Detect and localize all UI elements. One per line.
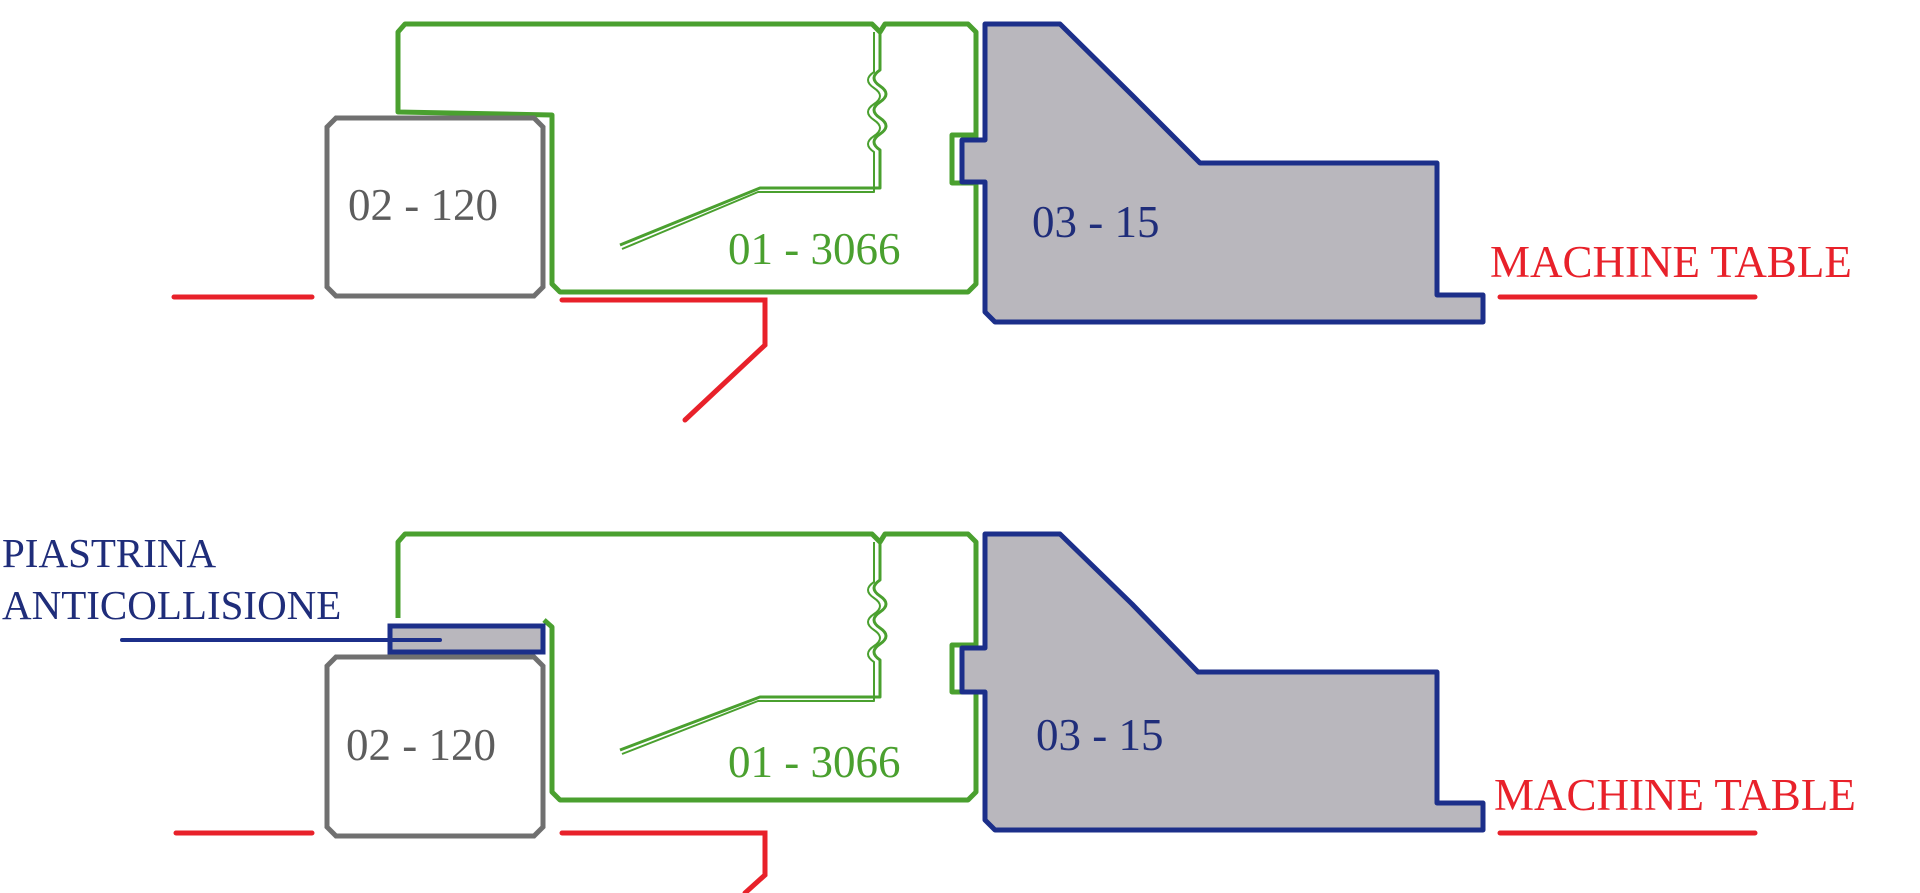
plate-label-line2: ANTICOLLISIONE bbox=[2, 582, 341, 628]
bottom-navy-block-label: 03 - 15 bbox=[1036, 710, 1164, 760]
top-machine-table-label: MACHINE TABLE bbox=[1490, 237, 1852, 287]
plate-label-line1: PIASTRINA bbox=[2, 530, 217, 576]
top-assembly: 01 - 3066 02 - 120 03 - 15 MACHINE TABLE bbox=[171, 21, 1852, 423]
top-machine-table-lines bbox=[171, 294, 1758, 423]
anticollision-plate bbox=[120, 623, 546, 655]
bottom-navy-block bbox=[959, 531, 1486, 833]
top-gray-block bbox=[324, 115, 546, 299]
bottom-machine-table-label: MACHINE TABLE bbox=[1494, 770, 1856, 820]
top-gray-block-label: 02 - 120 bbox=[348, 180, 498, 230]
top-green-block-label: 01 - 3066 bbox=[728, 224, 901, 274]
bottom-green-block-label: 01 - 3066 bbox=[728, 737, 901, 787]
bottom-gray-block bbox=[324, 654, 546, 839]
top-navy-block-label: 03 - 15 bbox=[1032, 197, 1160, 247]
top-navy-block bbox=[959, 21, 1486, 325]
bottom-assembly: 01 - 3066 02 - 120 03 - 15 MACHINE TABLE… bbox=[2, 530, 1856, 893]
bottom-gray-block-label: 02 - 120 bbox=[346, 720, 496, 770]
bottom-machine-table-lines bbox=[173, 830, 1758, 893]
